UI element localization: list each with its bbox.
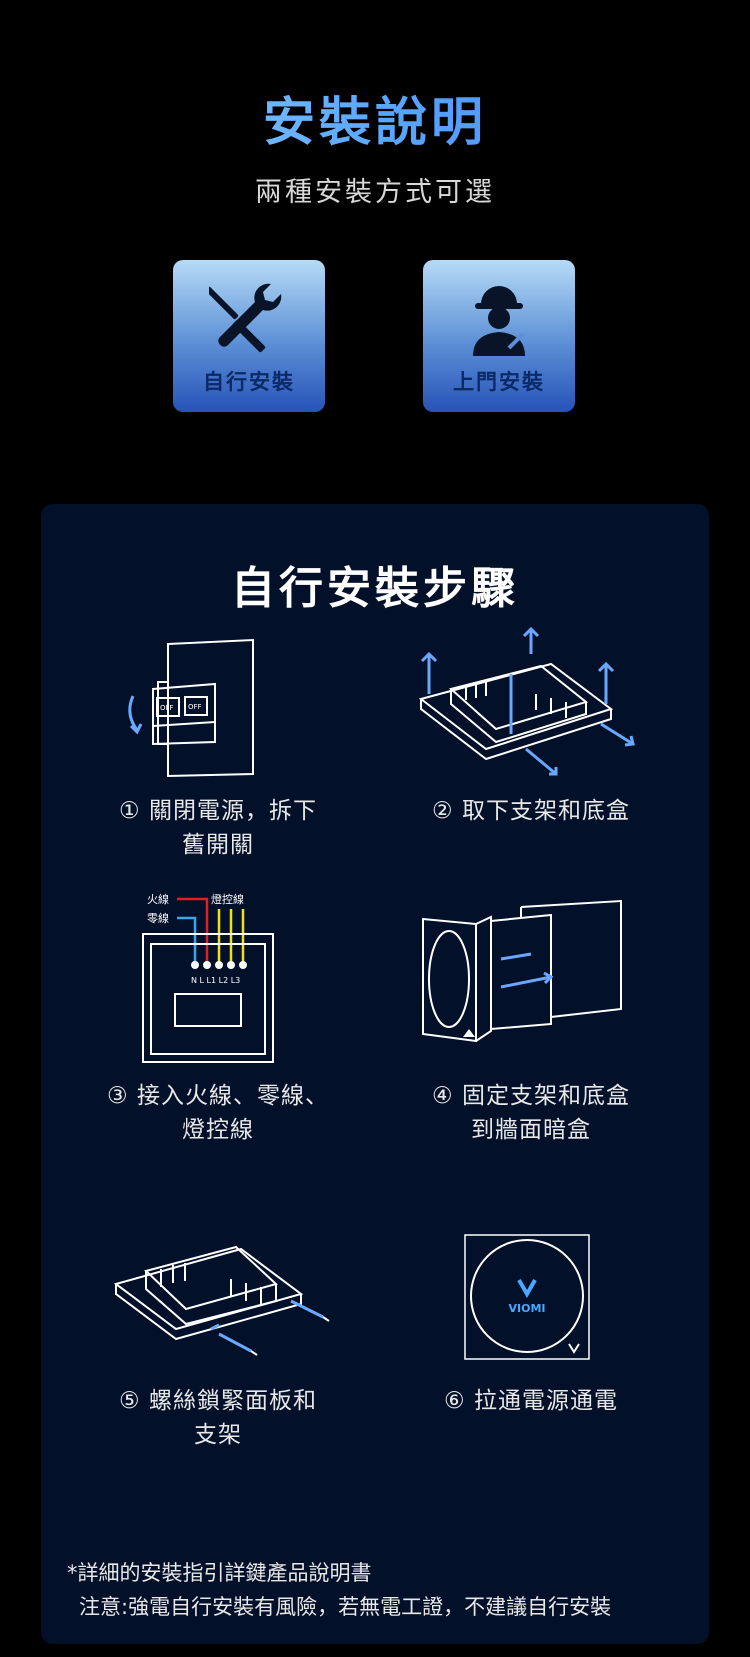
step-caption: ⑥ 拉通電源通電 bbox=[444, 1388, 618, 1414]
technician-icon bbox=[473, 286, 525, 356]
neutral-wire-label: 零線 bbox=[147, 911, 169, 925]
option-label: 上門安裝 bbox=[453, 370, 545, 394]
breaker-off-label: OFF bbox=[160, 704, 174, 712]
step-caption: ③ 接入火線、零線、燈控線 bbox=[107, 1083, 329, 1143]
option-onsite-install[interactable]: 上門安裝 bbox=[423, 260, 575, 412]
light-control-label: 燈控線 bbox=[211, 892, 244, 906]
live-wire-label: 火線 bbox=[147, 892, 169, 906]
wiring-illustration: 火線 零線 燈控線 N L L1 L2 L3 bbox=[142, 892, 274, 1063]
bracket-illustration bbox=[418, 626, 635, 776]
terminal-labels: N L L1 L2 L3 bbox=[191, 976, 240, 985]
note-manual: *詳細的安裝指引詳鍵產品說明書 bbox=[67, 1561, 372, 1585]
install-notes: *詳細的安裝指引詳鍵產品說明書 注意:強電自行安裝有風險，若無電工證，不建議自行… bbox=[67, 1556, 697, 1624]
breaker-off-label: OFF bbox=[188, 703, 202, 711]
wallbox-illustration bbox=[422, 899, 622, 1043]
step-caption: ④ 固定支架和底盒到牆面暗盒 bbox=[432, 1083, 630, 1143]
option-label: 自行安裝 bbox=[203, 370, 295, 394]
steps-panel: 自行安裝步驟 OFF OFF bbox=[41, 504, 709, 1644]
breaker-illustration: OFF OFF bbox=[128, 638, 254, 778]
step-caption: ① 關閉電源，拆下舊開關 bbox=[119, 798, 317, 858]
panel-title: 自行安裝步驟 bbox=[231, 563, 519, 614]
step-caption: ⑤ 螺絲鎖緊面板和支架 bbox=[119, 1388, 317, 1448]
page-title: 安裝說明 bbox=[0, 80, 750, 155]
step-caption: ② 取下支架和底盒 bbox=[432, 798, 630, 824]
screw-illustration bbox=[113, 1245, 330, 1356]
note-warning: 注意:強電自行安裝有風險，若無電工證，不建議自行安裝 bbox=[79, 1595, 612, 1619]
brand-logo: VIOMI bbox=[509, 1302, 546, 1315]
page-subtitle: 兩種安裝方式可選 bbox=[255, 177, 495, 208]
switch-panel-illustration: VIOMI bbox=[464, 1234, 590, 1360]
option-self-install[interactable]: 自行安裝 bbox=[173, 260, 325, 412]
tools-icon bbox=[209, 283, 282, 353]
